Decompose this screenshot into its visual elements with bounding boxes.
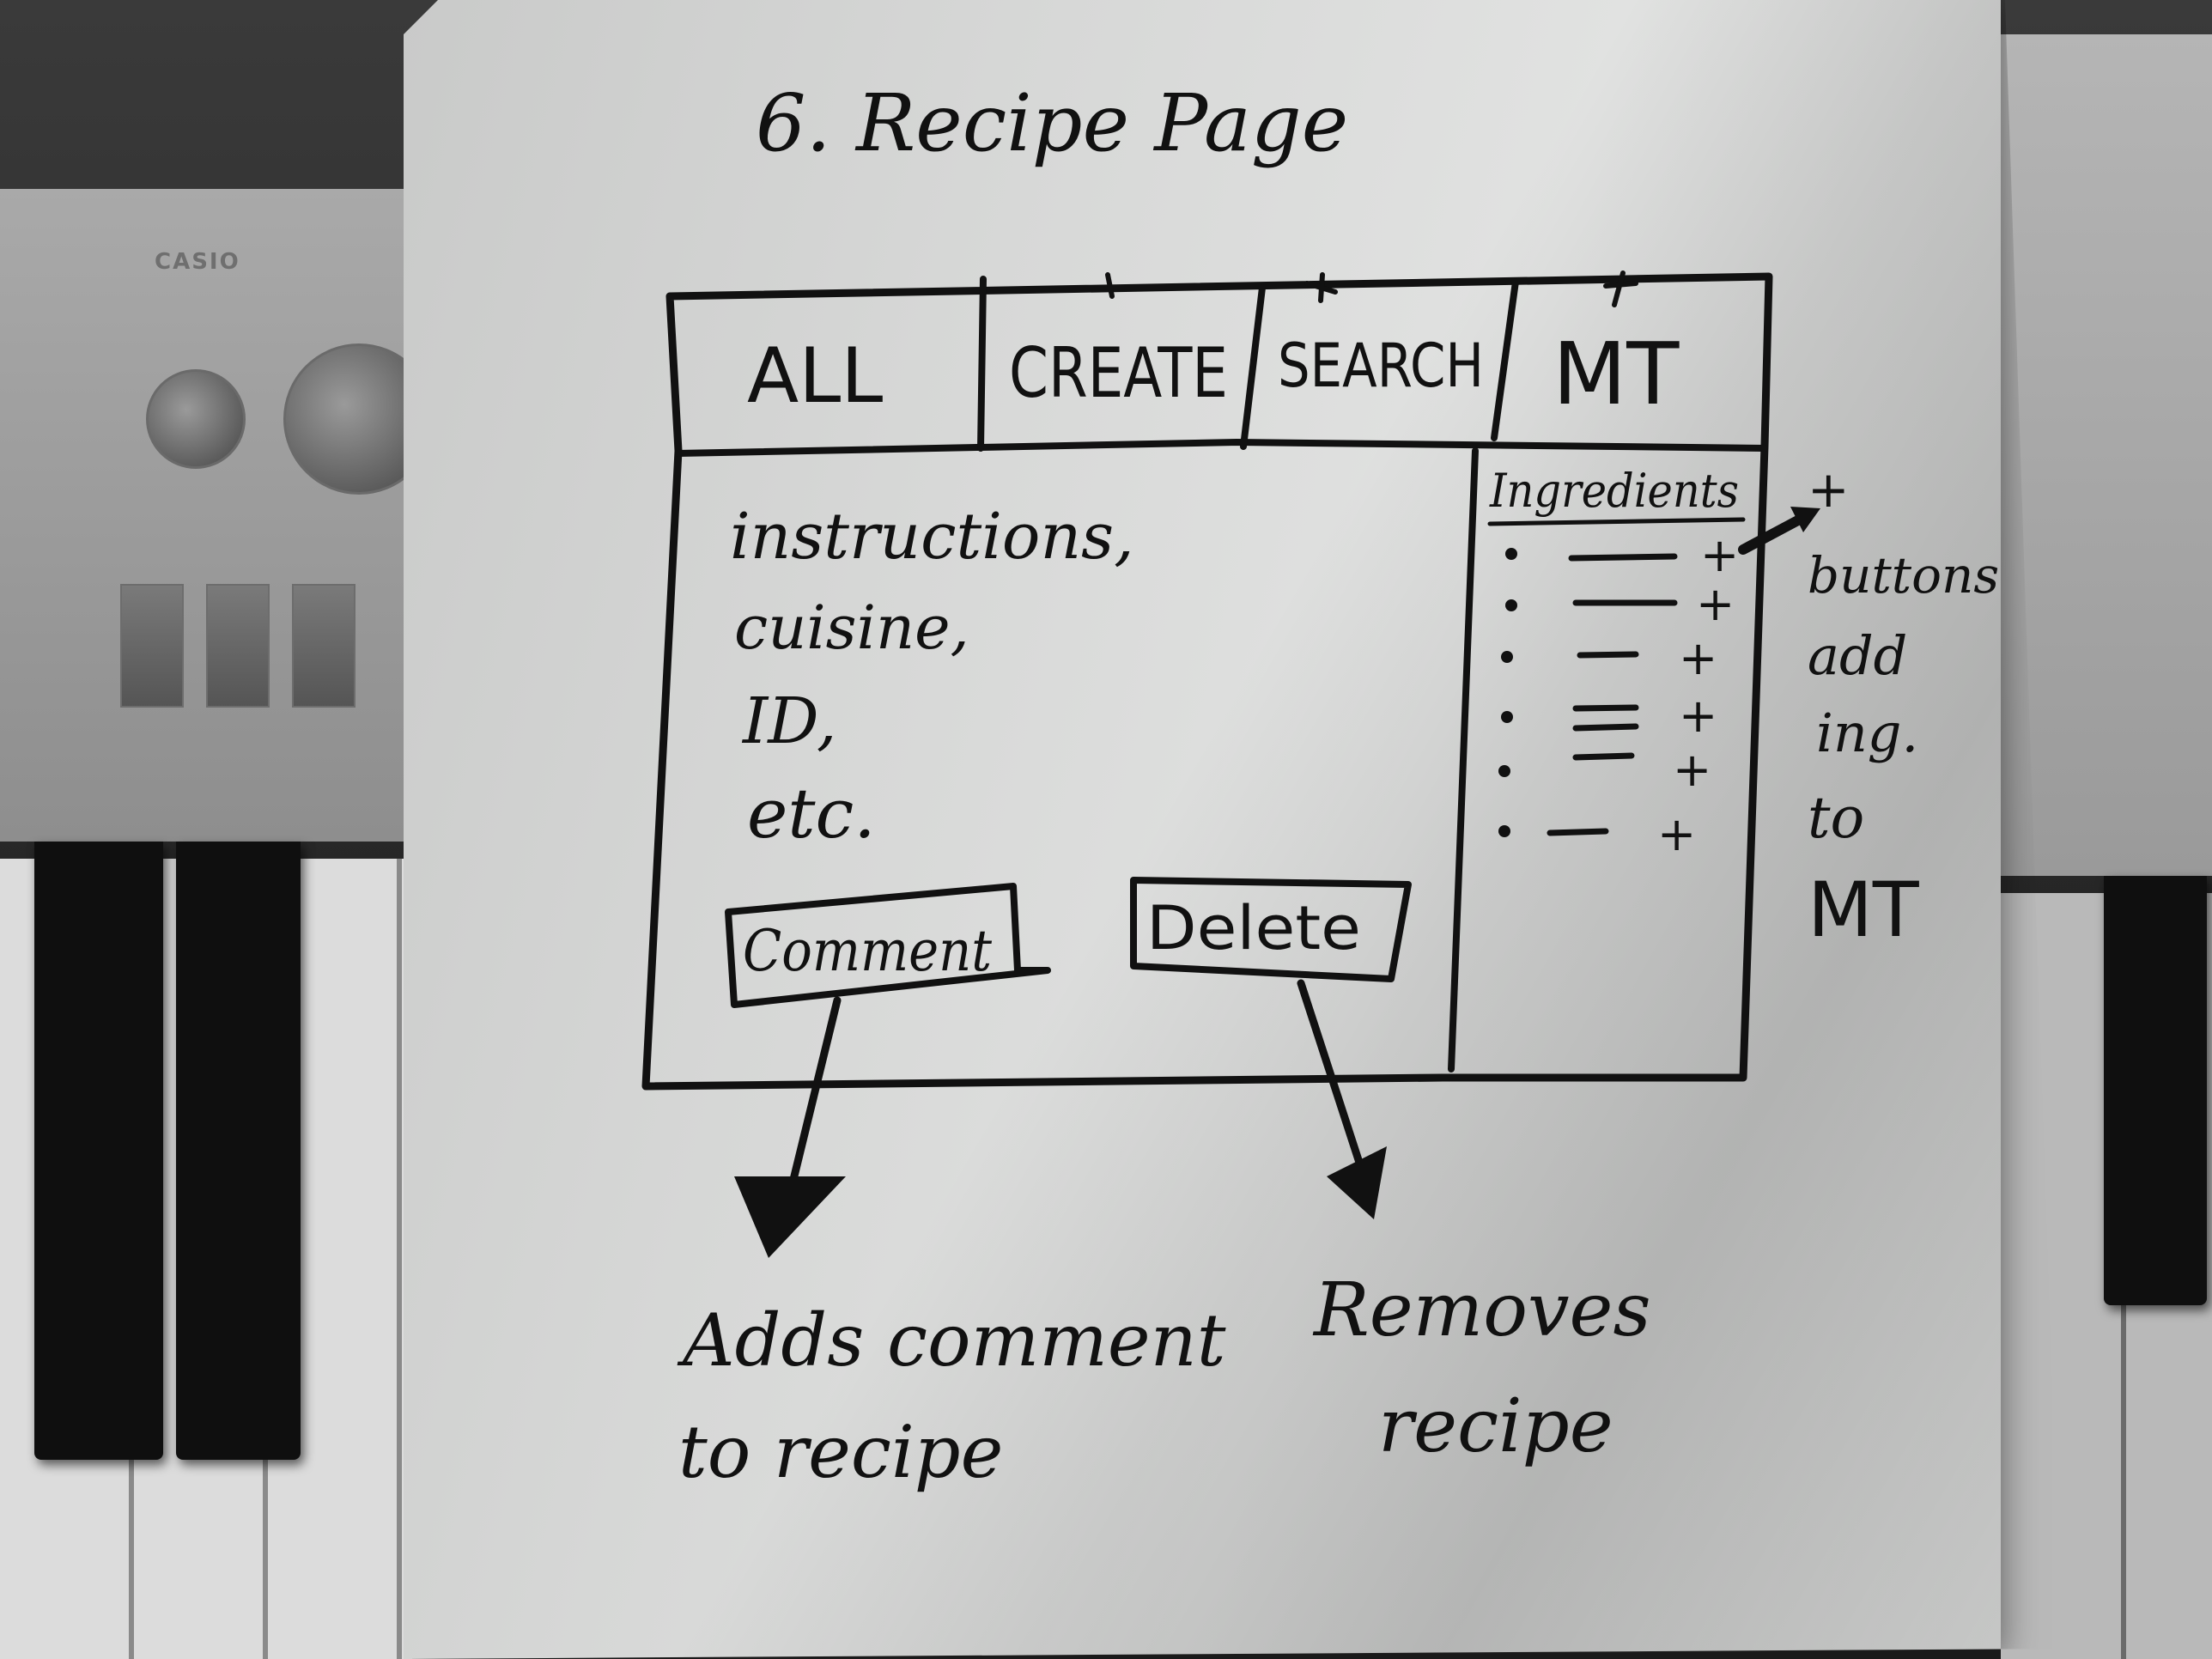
add-ingredient-button[interactable]: + (1673, 743, 1711, 797)
delete-arrow (1297, 979, 1365, 1172)
tab-create-label: CREATE (1009, 333, 1228, 413)
ingredient-bullet (1498, 765, 1510, 777)
nav-tab-divider (1491, 278, 1519, 441)
add-ingredient-button[interactable]: + (1679, 631, 1717, 685)
piano-left: CASIO (0, 189, 412, 1659)
ingredient-bullet (1501, 651, 1513, 663)
sketch-tick-mark (1105, 272, 1115, 299)
recipe-detail-line: ID, (741, 684, 836, 758)
plus-note-line: MT (1808, 866, 1920, 954)
plus-note-line: ing. (1816, 702, 1918, 764)
delete-button[interactable]: Delete (1130, 877, 1412, 982)
ingredient-row: + (1505, 528, 1739, 582)
ingredient-row: + (1501, 689, 1717, 743)
ingredients-panel-border (1448, 447, 1479, 1073)
tab-all[interactable]: ALL (747, 331, 883, 420)
comment-button-label: Comment (743, 918, 992, 984)
ingredients-header: Ingredients (1489, 464, 1739, 518)
plus-note-line: to (1808, 785, 1864, 851)
ingredient-name-placeholder (1572, 704, 1639, 732)
nav-bar-divider (675, 439, 1768, 457)
ingredient-bullet (1498, 825, 1510, 837)
ingredient-name-placeholder (1572, 752, 1635, 761)
delete-button-outline (1130, 877, 1412, 982)
ingredient-list: + + + + + (1498, 528, 1739, 861)
nav-tab-divider (977, 276, 987, 452)
ingredient-name-placeholder (1547, 828, 1609, 836)
piano-black-key (176, 842, 301, 1460)
tab-create[interactable]: CREATE (1009, 333, 1228, 413)
piano-black-key (34, 842, 163, 1460)
piano-console-panel: CASIO (0, 189, 412, 842)
ingredient-row: + (1498, 743, 1711, 797)
plus-note-line: + (1808, 460, 1850, 519)
plus-note-line: buttons (1808, 546, 1999, 605)
add-ingredient-button[interactable]: + (1696, 577, 1735, 631)
tab-mt[interactable]: MT (1553, 324, 1680, 424)
piano-console-panel (2001, 34, 2212, 876)
ingredient-row: + (1505, 577, 1735, 631)
sketch-tick-mark (1304, 272, 1338, 303)
comment-button-outline (725, 883, 1051, 1008)
delete-note-line: recipe (1378, 1383, 1613, 1469)
sketch-tick-mark (1603, 270, 1638, 307)
recipe-detail-line: instructions, (730, 500, 1134, 574)
plus-note-arrowhead (1790, 507, 1820, 532)
plus-note-line: add (1808, 624, 1907, 687)
wireframe-outer-frame (641, 272, 1773, 1091)
nav-tab-divider (1240, 284, 1266, 450)
ingredient-row: + (1498, 807, 1696, 861)
add-ingredient-button[interactable]: + (1679, 689, 1717, 743)
ingredient-bullet (1501, 711, 1513, 723)
delete-button-label: Delete (1146, 893, 1361, 963)
delete-note-line: Removes (1312, 1267, 1651, 1353)
ingredient-row: + (1501, 631, 1717, 685)
comment-arrow (786, 996, 842, 1198)
comment-note-line: to recipe (678, 1410, 1003, 1494)
piano-slider-slot (292, 584, 356, 708)
comment-note-line: Adds comment (677, 1298, 1226, 1382)
ingredient-bullet (1505, 548, 1517, 560)
delete-note: Removes recipe (1312, 1267, 1651, 1469)
delete-arrowhead (1327, 1146, 1387, 1219)
tab-all-label: ALL (747, 331, 883, 420)
ingredient-bullet (1505, 599, 1517, 611)
ingredient-name-placeholder (1577, 651, 1639, 659)
piano-black-key (2104, 876, 2207, 1305)
piano-brand-label: CASIO (155, 249, 240, 275)
comment-arrowhead (734, 1176, 846, 1258)
tab-mt-label: MT (1553, 324, 1680, 424)
piano-slider-slot (120, 584, 184, 708)
tab-search[interactable]: SEARCH (1278, 331, 1484, 401)
recipe-detail-line: cuisine, (734, 592, 969, 663)
add-ingredient-button[interactable]: + (1657, 807, 1696, 861)
ingredients-header-underline (1487, 517, 1746, 526)
sketch-title: 6. Recipe Page (756, 77, 1348, 169)
plus-note-arrow (1738, 510, 1813, 555)
piano-knob-small (146, 369, 246, 469)
comment-button[interactable]: Comment (725, 883, 1051, 1008)
piano-slider-slot (206, 584, 270, 708)
recipe-detail-line: etc. (747, 774, 876, 854)
recipe-details: instructions, cuisine, ID, etc. (730, 500, 1134, 854)
piano-right (2001, 34, 2212, 1659)
tab-search-label: SEARCH (1278, 331, 1484, 401)
add-ingredient-button[interactable]: + (1700, 528, 1739, 582)
ingredient-name-placeholder (1568, 553, 1678, 562)
comment-note: Adds comment to recipe (677, 1298, 1226, 1494)
plus-buttons-note: + buttons add ing. to MT (1808, 460, 1999, 954)
piano-knob-large (283, 343, 412, 495)
